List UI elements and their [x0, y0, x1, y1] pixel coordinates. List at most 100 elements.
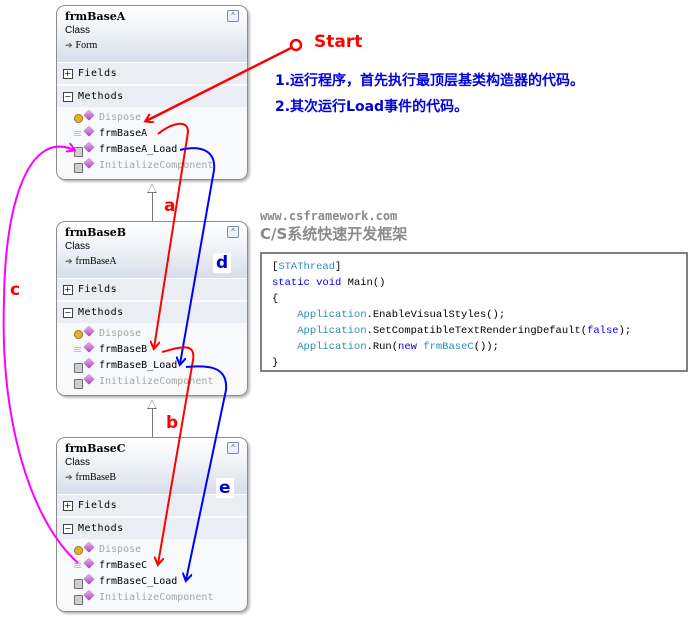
- watermark-tagline: C/S系统快速开发框架: [260, 225, 408, 243]
- inherit-arrow-icon: ➔: [65, 256, 73, 266]
- inherit-arrow-icon: ➔: [65, 40, 73, 50]
- public-method-icon: [73, 557, 95, 572]
- method-name: frmBaseA: [99, 127, 148, 139]
- method-name: frmBaseC: [99, 559, 148, 571]
- protected-method-icon: [73, 109, 95, 124]
- class-name: frmBaseC: [65, 442, 126, 455]
- private-method-icon: [73, 141, 95, 157]
- protected-method-icon: [73, 541, 95, 556]
- method-item[interactable]: InitializeComponent: [73, 373, 247, 389]
- fields-section[interactable]: + Fields: [57, 278, 247, 300]
- note-step-1: 1.运行程序，首先执行最顶层基类构造器的代码。: [275, 73, 585, 89]
- base-class: ➔frmBaseB: [65, 470, 241, 485]
- inherit-arrow-icon: ➔: [65, 472, 73, 482]
- method-item[interactable]: frmBaseB_Load: [73, 357, 247, 373]
- collapse-section-icon[interactable]: −: [63, 91, 73, 102]
- method-name: frmBaseB_Load: [99, 359, 178, 371]
- code-line: static void Main(): [272, 277, 386, 289]
- base-class-name: Form: [75, 40, 98, 51]
- collapse-icon[interactable]: ⌃: [227, 10, 239, 22]
- method-item[interactable]: Dispose: [73, 541, 247, 557]
- method-name: InitializeComponent: [99, 159, 214, 171]
- collapse-section-icon[interactable]: −: [63, 523, 73, 534]
- method-list: Dispose frmBaseC frmBaseC_Load Initializ…: [57, 539, 247, 611]
- section-label: Fields: [78, 284, 118, 295]
- collapse-icon[interactable]: ⌃: [227, 442, 239, 454]
- expand-icon[interactable]: +: [63, 500, 73, 511]
- method-name: frmBaseC_Load: [99, 575, 178, 587]
- class-box-frmBaseA[interactable]: frmBaseA Class ➔Form ⌃ +Fields −Methods …: [56, 5, 248, 180]
- method-name: frmBaseA_Load: [99, 143, 178, 155]
- code-line: {: [272, 293, 279, 305]
- section-label: Methods: [78, 523, 124, 534]
- section-label: Fields: [78, 68, 118, 79]
- section-label: Methods: [78, 91, 124, 102]
- methods-section[interactable]: −Methods: [57, 301, 247, 323]
- private-method-icon: [73, 373, 95, 389]
- code-line: [STAThread]: [272, 261, 342, 273]
- base-class-name: frmBaseA: [75, 256, 117, 267]
- private-method-icon: [73, 157, 95, 173]
- inheritance-arrowhead: [147, 184, 157, 193]
- method-name: Dispose: [99, 111, 142, 123]
- class-kind: Class: [65, 25, 91, 36]
- section-label: Methods: [78, 307, 124, 318]
- flow-label-c: c: [10, 280, 21, 300]
- base-class-name: frmBaseB: [75, 472, 117, 483]
- fields-section[interactable]: + Fields: [57, 62, 247, 84]
- code-line: }: [272, 357, 279, 369]
- method-name: InitializeComponent: [99, 591, 214, 603]
- methods-section[interactable]: −Methods: [57, 517, 247, 539]
- method-name: Dispose: [99, 327, 142, 339]
- method-item[interactable]: InitializeComponent: [73, 589, 247, 605]
- method-name: frmBaseB: [99, 343, 148, 355]
- collapse-icon[interactable]: ⌃: [227, 226, 239, 238]
- method-item[interactable]: frmBaseC: [73, 557, 247, 573]
- base-class: ➔Form: [65, 38, 241, 53]
- private-method-icon: [73, 573, 95, 589]
- method-item[interactable]: frmBaseC_Load: [73, 573, 247, 589]
- private-method-icon: [73, 357, 95, 373]
- public-method-icon: [73, 125, 95, 140]
- method-item[interactable]: Dispose: [73, 109, 247, 125]
- start-label: Start: [314, 32, 363, 52]
- code-line-highlighted: Application.Run(new frmBaseC());: [297, 341, 499, 353]
- flow-label-e: e: [216, 478, 234, 498]
- class-box-frmBaseB[interactable]: frmBaseB Class ➔frmBaseA ⌃ + Fields −Meth…: [56, 221, 248, 396]
- flow-label-b: b: [166, 413, 179, 433]
- collapse-section-icon[interactable]: −: [63, 307, 73, 318]
- protected-method-icon: [73, 325, 95, 340]
- code-line: Application.SetCompatibleTextRenderingDe…: [297, 325, 632, 337]
- expand-icon[interactable]: +: [63, 68, 73, 79]
- expand-icon[interactable]: +: [63, 284, 73, 295]
- flow-label-d: d: [213, 253, 232, 273]
- code-snippet: [STAThread] static void Main() { Applica…: [260, 252, 688, 372]
- method-item[interactable]: InitializeComponent: [73, 157, 247, 173]
- class-name: frmBaseA: [65, 10, 126, 23]
- class-box-frmBaseC[interactable]: frmBaseC Class ➔frmBaseB ⌃ + Fields −Meth…: [56, 437, 248, 612]
- private-method-icon: [73, 589, 95, 605]
- method-item[interactable]: frmBaseA: [73, 125, 247, 141]
- watermark-url: www.csframework.com: [260, 209, 398, 223]
- code-line: Application.EnableVisualStyles();: [297, 309, 506, 321]
- start-point-icon: [289, 38, 303, 52]
- inheritance-line: [152, 193, 153, 221]
- method-name: Dispose: [99, 543, 142, 555]
- method-name: InitializeComponent: [99, 375, 214, 387]
- method-list: Dispose frmBaseB frmBaseB_Load Initializ…: [57, 323, 247, 395]
- method-list: Dispose frmBaseA frmBaseA_Load Initializ…: [57, 107, 247, 179]
- inheritance-line: [152, 409, 153, 437]
- class-name: frmBaseB: [65, 226, 127, 239]
- class-kind: Class: [65, 241, 91, 252]
- methods-section[interactable]: −Methods: [57, 85, 247, 107]
- public-method-icon: [73, 341, 95, 356]
- class-kind: Class: [65, 457, 91, 468]
- class-header: frmBaseA Class ➔Form ⌃: [57, 6, 247, 62]
- method-item[interactable]: frmBaseA_Load: [73, 141, 247, 157]
- inheritance-arrowhead: [147, 400, 157, 409]
- method-item[interactable]: Dispose: [73, 325, 247, 341]
- flow-label-a: a: [164, 196, 176, 216]
- section-label: Fields: [78, 500, 118, 511]
- note-step-2: 2.其次运行Load事件的代码。: [275, 99, 469, 115]
- method-item[interactable]: frmBaseB: [73, 341, 247, 357]
